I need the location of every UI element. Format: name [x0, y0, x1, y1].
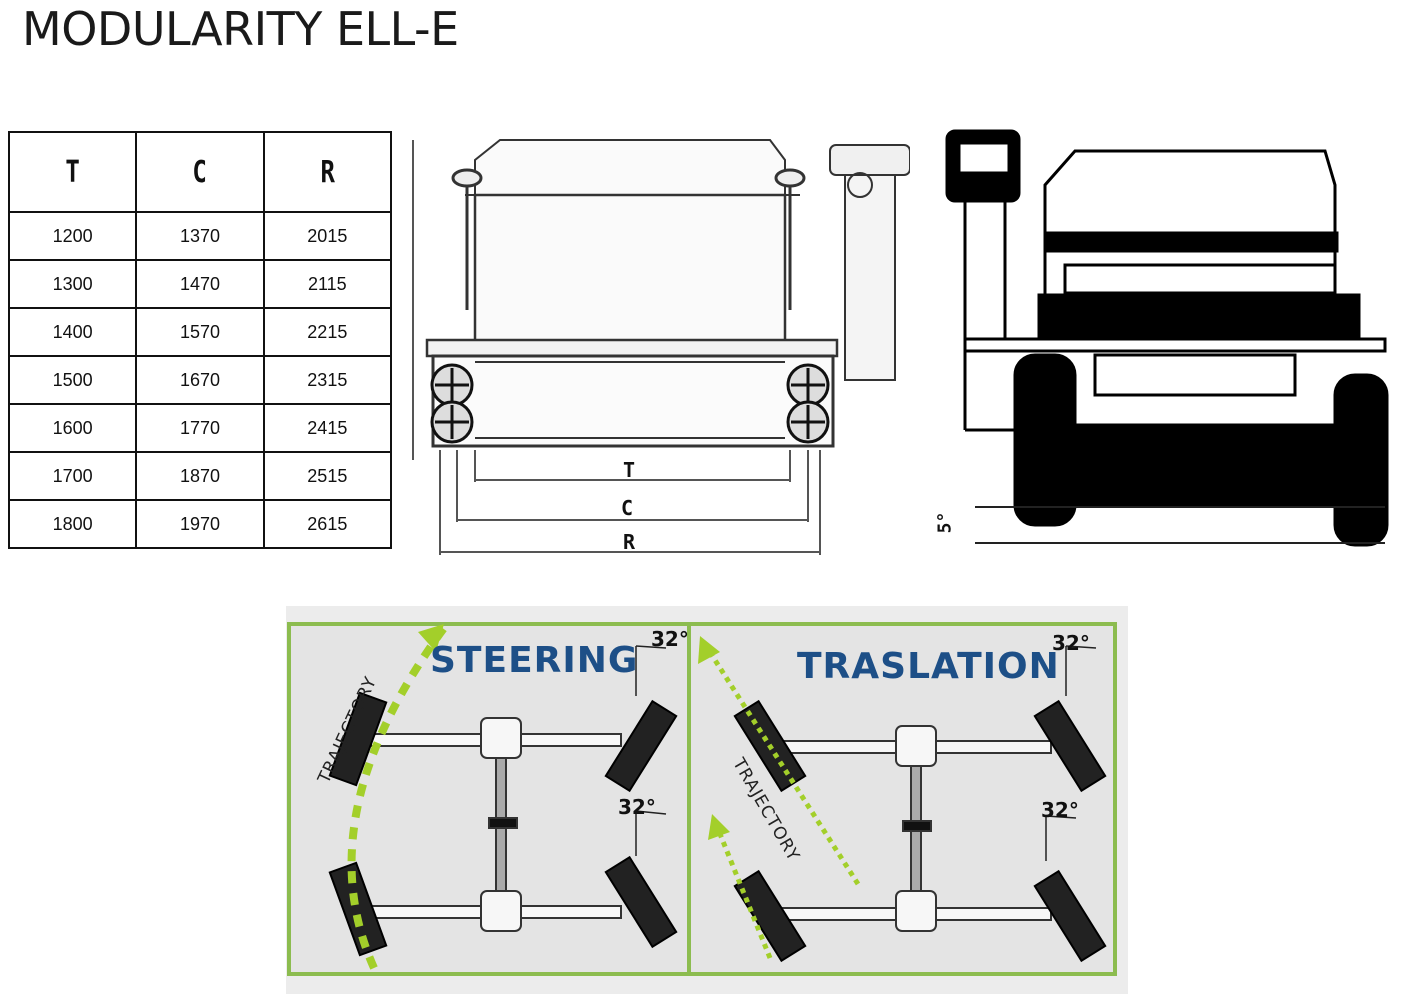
table-cell: 1470 [135, 259, 265, 309]
dimension-label-c: C [621, 496, 634, 520]
steering-traslation-diagram [286, 606, 1128, 994]
table-cell: 1570 [135, 307, 265, 357]
table-cell: 2315 [262, 355, 393, 405]
table-header-row: T C R [9, 131, 391, 213]
table-cell: 2415 [262, 403, 393, 453]
table-cell: 1770 [135, 403, 265, 453]
traslation-angle-bottom: 32° [1041, 798, 1079, 822]
table-cell: 1800 [7, 499, 138, 549]
steering-angle-top: 32° [651, 627, 689, 651]
table-cell: 2515 [262, 451, 393, 501]
column-header-c: C [148, 131, 252, 213]
table-cell: 1600 [7, 403, 138, 453]
table-cell: 1500 [7, 355, 138, 405]
table-cell: 1370 [135, 211, 265, 261]
traslation-angle-top: 32° [1052, 631, 1090, 655]
table-cell: 2615 [262, 499, 393, 549]
table-cell: 1970 [135, 499, 265, 549]
side-view-drawing [945, 129, 1389, 547]
table-cell: 1870 [135, 451, 265, 501]
table-cell: 1300 [7, 259, 138, 309]
table-cell: 1400 [7, 307, 138, 357]
dimension-label-t: T [623, 458, 636, 482]
steering-angle-bottom: 32° [618, 795, 656, 819]
page-title: MODULARITY ELL-E [22, 2, 459, 56]
column-header-t: T [20, 131, 125, 213]
dimension-label-r: R [623, 530, 636, 554]
table-cell: 1200 [7, 211, 138, 261]
table-cell: 2115 [262, 259, 393, 309]
table-cell: 1700 [7, 451, 138, 501]
traslation-title: TRASLATION [797, 646, 1060, 687]
table-cell: 2215 [262, 307, 393, 357]
steering-title: STEERING [430, 640, 639, 681]
table-cell: 1670 [135, 355, 265, 405]
table-cell: 2015 [262, 211, 393, 261]
column-header-r: R [275, 131, 380, 213]
front-view-drawing [412, 139, 910, 555]
slope-angle-label: 5° [934, 511, 956, 534]
